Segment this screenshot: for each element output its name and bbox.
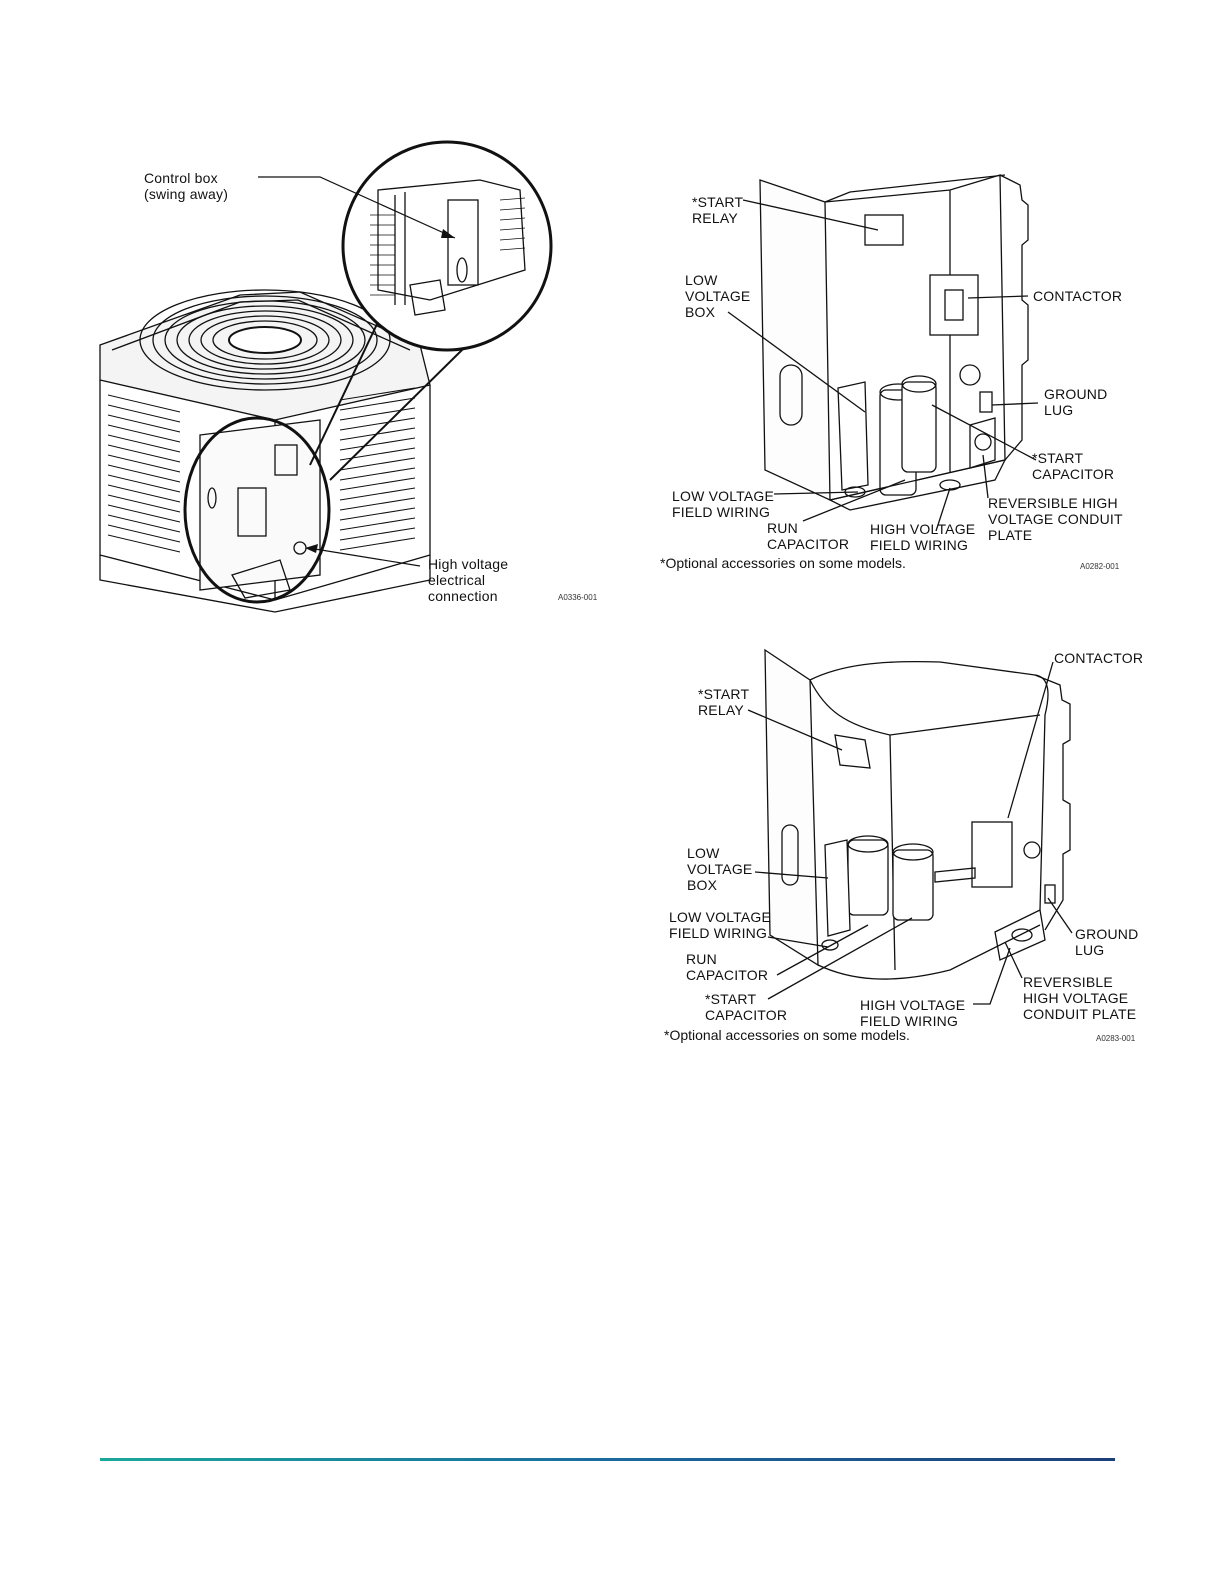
footer-rule	[100, 1458, 1115, 1461]
figure-code: A0282-001	[1080, 562, 1120, 571]
control-box-2-drawing	[747, 648, 1073, 1005]
label-high-voltage-connection: High voltage electrical connection	[428, 556, 509, 604]
figure-condenser-unit: Control box (swing away) High voltage el…	[0, 0, 620, 620]
label-start-capacitor: *START CAPACITOR	[705, 991, 788, 1023]
optional-accessories-note: *Optional accessories on some models.	[664, 1027, 910, 1043]
label-reversible-conduit-plate: REVERSIBLE HIGH VOLTAGE CONDUIT PLATE	[1023, 974, 1137, 1022]
label-run-capacitor: RUN CAPACITOR	[686, 951, 769, 983]
label-contactor: CONTACTOR	[1033, 288, 1123, 304]
optional-accessories-note: *Optional accessories on some models.	[660, 555, 906, 571]
label-low-voltage-box: LOW VOLTAGE BOX	[687, 845, 753, 893]
label-contactor: CONTACTOR	[1054, 650, 1144, 666]
label-start-relay: *START RELAY	[692, 194, 744, 226]
figure-code: A0336-001	[558, 593, 598, 602]
label-start-capacitor: *START CAPACITOR	[1032, 450, 1115, 482]
label-ground-lug: GROUND LUG	[1075, 926, 1139, 958]
label-low-voltage-field-wiring: LOW VOLTAGE FIELD WIRING	[672, 488, 775, 520]
label-low-voltage-field-wiring: LOW VOLTAGE FIELD WIRING	[669, 909, 772, 941]
figure-code: A0283-001	[1096, 1034, 1136, 1043]
figure-control-box-2: CONTACTOR *START RELAY LOW VOLTAGE BOX L…	[650, 640, 1224, 1060]
label-run-capacitor: RUN CAPACITOR	[767, 520, 850, 552]
figure-control-box-1: *START RELAY LOW VOLTAGE BOX CONTACTOR G…	[650, 160, 1224, 580]
control-box-1-drawing	[727, 174, 1039, 532]
label-reversible-conduit-plate: REVERSIBLE HIGH VOLTAGE CONDUIT PLATE	[988, 495, 1123, 543]
label-high-voltage-field-wiring: HIGH VOLTAGE FIELD WIRING	[860, 997, 966, 1029]
label-ground-lug: GROUND LUG	[1044, 386, 1108, 418]
condenser-unit-drawing	[99, 140, 553, 613]
label-start-relay: *START RELAY	[698, 686, 750, 718]
label-low-voltage-box: LOW VOLTAGE BOX	[685, 272, 751, 320]
label-control-box: Control box (swing away)	[144, 170, 229, 202]
label-high-voltage-field-wiring: HIGH VOLTAGE FIELD WIRING	[870, 521, 976, 553]
